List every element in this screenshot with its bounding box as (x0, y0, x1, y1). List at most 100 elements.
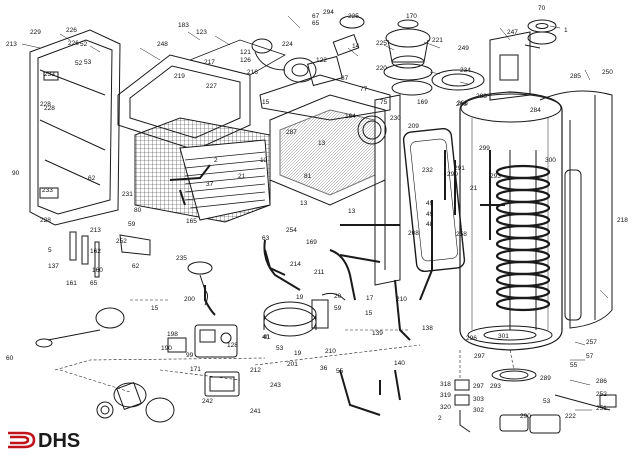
part-number-label: 242 (202, 398, 213, 405)
part-number-label: 57 (586, 353, 594, 360)
part-number-label: 165 (186, 218, 197, 225)
combustion-chamber (117, 39, 286, 151)
part-number-label: 77 (360, 86, 368, 93)
part-number-label: 286 (596, 378, 607, 385)
part-number-label: 160 (92, 267, 103, 274)
part-number-label: 230 (390, 115, 401, 122)
rear-panel (489, 31, 541, 101)
vertical-frame (357, 94, 401, 286)
part-number-label: 254 (286, 227, 297, 234)
part-number-label: 13 (300, 200, 308, 207)
part-number-label: 228 (40, 101, 51, 108)
circuit-board (113, 371, 240, 411)
part-number-label: 201 (287, 361, 298, 368)
part-number-label: 140 (394, 360, 405, 367)
part-number-label: 162 (90, 248, 101, 255)
part-number-label: 287 (286, 129, 297, 136)
part-number-label: 90 (12, 170, 20, 177)
part-number-label: 299 (479, 145, 490, 152)
part-number-label: 15 (151, 305, 159, 312)
part-number-label: 1 (564, 27, 568, 34)
part-number-label: 37 (206, 181, 214, 188)
part-number-label: 232 (422, 167, 433, 174)
part-number-label: 300 (545, 157, 556, 164)
part-number-label: 217 (204, 59, 215, 66)
heat-exchanger (134, 117, 271, 223)
part-number-label: 41 (263, 334, 271, 341)
part-number-label: 81 (304, 173, 312, 180)
part-number-label: 214 (290, 261, 301, 268)
part-number-label: 169 (417, 99, 428, 106)
gas-valve (167, 324, 238, 358)
part-number-label: 234 (460, 67, 471, 74)
part-number-label: 291 (454, 165, 465, 172)
drain-valves (454, 368, 617, 434)
part-number-label: 225 (348, 13, 359, 20)
part-number-label: 126 (240, 57, 251, 64)
part-number-label: 210 (396, 296, 407, 303)
part-number-label: 289 (540, 375, 551, 382)
part-number-label: 301 (498, 333, 509, 340)
part-number-label: 284 (530, 107, 541, 114)
part-number-label: 211 (314, 269, 325, 276)
part-number-label: 55 (570, 362, 578, 369)
part-number-label: 220 (376, 65, 387, 72)
part-number-label: 139 (372, 330, 383, 337)
part-number-label: 99 (186, 352, 194, 359)
dhs-logo-mark (8, 431, 36, 449)
part-number-label: 288 (476, 93, 487, 100)
part-number-label: 258 (456, 231, 467, 238)
part-number-label: 221 (432, 37, 443, 44)
part-number-label: 40 (262, 334, 270, 341)
part-number-label: 62 (88, 175, 96, 182)
part-number-label: 222 (565, 413, 576, 420)
part-number-label: 12 (260, 157, 268, 164)
part-number-label: 208 (408, 230, 419, 237)
small-components (35, 231, 213, 423)
part-number-label: 59 (334, 305, 342, 312)
coil (495, 150, 551, 330)
part-number-label: 121 (240, 49, 251, 56)
part-number-label: 228 (44, 105, 55, 112)
part-number-label: 53 (276, 345, 284, 352)
part-number-label: 52 (80, 41, 88, 48)
part-number-label: 87 (341, 75, 349, 82)
expansion-vessel (402, 127, 582, 321)
part-number-label: 53 (543, 398, 551, 405)
part-number-label: 67 (312, 13, 320, 20)
part-number-label: 161 (66, 280, 77, 287)
part-number-label: 80 (134, 207, 142, 214)
part-number-label: 218 (617, 217, 628, 224)
part-number-label: 225 (376, 40, 387, 47)
part-number-label: 318 (440, 381, 451, 388)
part-number-label: 297 (473, 383, 484, 390)
part-number-label: 14 (352, 43, 360, 50)
callout-lines (21, 15, 609, 411)
part-number-label: 128 (227, 342, 238, 349)
part-number-label: 320 (440, 404, 451, 411)
leader-lines (54, 299, 515, 393)
part-number-label: 49 (426, 211, 434, 218)
part-number-label: 65 (312, 20, 320, 27)
part-number-label: 209 (408, 123, 419, 130)
part-number-label: 52 (75, 60, 83, 67)
part-number-label: 21 (238, 173, 246, 180)
part-number-label: 122 (316, 57, 327, 64)
part-number-label: 198 (167, 331, 178, 338)
part-number-label: 36 (320, 365, 328, 372)
part-number-label: 216 (247, 69, 258, 76)
pipework (169, 150, 505, 416)
part-number-label: 233 (44, 71, 55, 78)
part-number-label: 60 (6, 355, 14, 362)
part-number-label: 243 (270, 382, 281, 389)
part-number-label: 75 (380, 99, 388, 106)
part-number-label: 17 (366, 295, 374, 302)
part-number-label: 290 (447, 171, 458, 178)
part-number-label: 290 (520, 413, 531, 420)
part-number-label: 303 (473, 396, 484, 403)
part-number-label: 247 (507, 29, 518, 36)
part-number-label: 285 (570, 73, 581, 80)
part-number-label: 200 (184, 296, 195, 303)
